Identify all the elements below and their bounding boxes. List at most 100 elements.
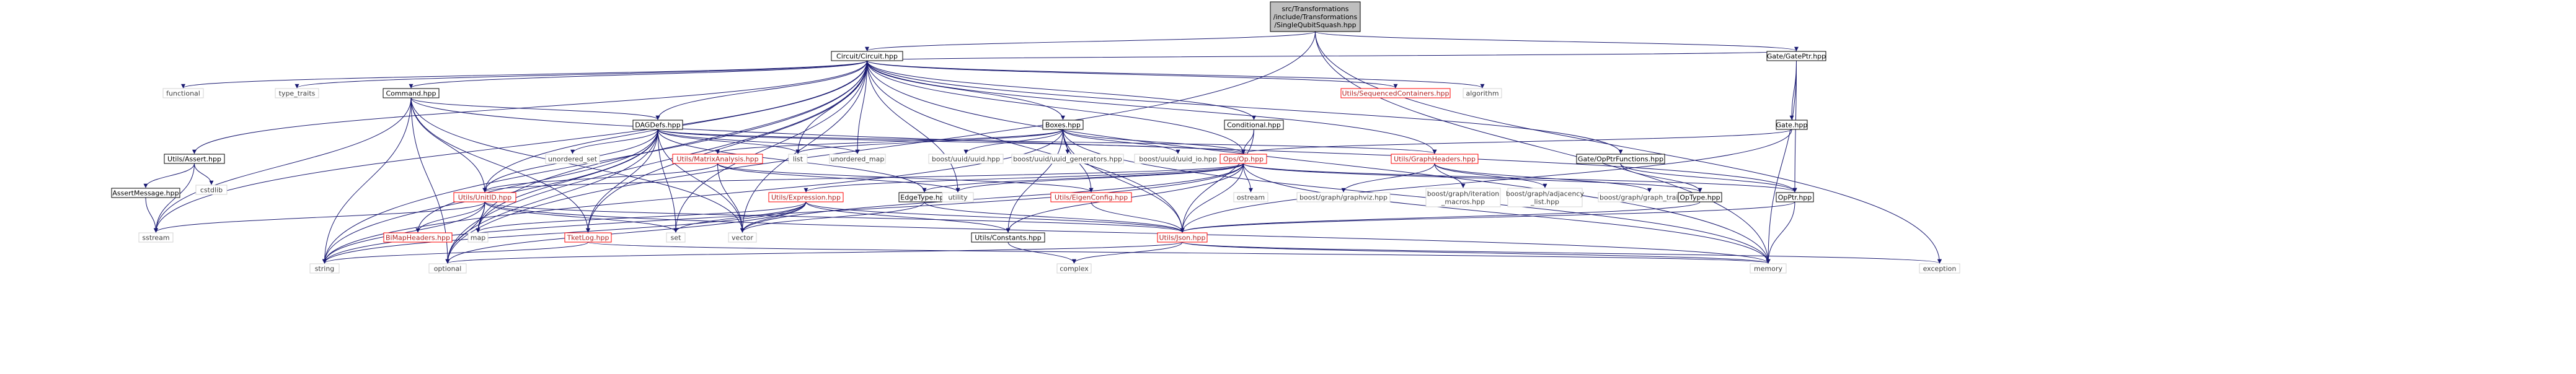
edge-opop-to-expression — [803, 163, 1244, 193]
node-label: EdgeType.hpp — [900, 194, 948, 202]
node-box — [666, 232, 686, 243]
edge-circuit-to-json — [867, 60, 1185, 233]
edge-circuit-to-conditional — [867, 60, 1256, 120]
edge-circuit-to-type_traits — [294, 60, 867, 89]
node-graphheaders[interactable]: Utils/GraphHeaders.hpp — [1391, 154, 1479, 164]
edge-tketlog-to-string — [322, 241, 588, 264]
node-conditional[interactable]: Conditional.hpp — [1224, 120, 1284, 130]
node-sstream: sstream — [138, 232, 174, 243]
node-bimap[interactable]: BiMapHeaders.hpp — [383, 232, 453, 243]
node-label: set — [671, 234, 681, 242]
edge-graphheaders-to-iteration — [1434, 163, 1466, 188]
edge-circuit-to-optional — [445, 60, 867, 264]
node-opptr[interactable]: OpPtr.hpp — [1776, 192, 1814, 202]
node-box — [1056, 263, 1092, 274]
node-boxes[interactable]: Boxes.hpp — [1042, 120, 1084, 130]
node-box — [383, 88, 440, 98]
node-unitid[interactable]: Utils/UnitID.hpp — [453, 192, 516, 202]
edge-dagdefs-to-set — [657, 129, 678, 233]
edge-opop-to-vector — [740, 163, 1244, 233]
node-layer: src/Transformations/include/Transformati… — [111, 1, 1960, 274]
edge-expression-to-set — [673, 201, 807, 233]
node-label: Conditional.hpp — [1227, 121, 1281, 129]
edge-expression-to-optional — [445, 201, 807, 264]
node-gateptr[interactable]: Gate/GatePtr.hpp — [1766, 51, 1826, 61]
edge-edgetype-to-json — [924, 201, 1185, 233]
node-circuit[interactable]: Circuit/Circuit.hpp — [831, 51, 903, 61]
edge-dagdefs-to-list — [657, 129, 800, 154]
edge-dagdefs-to-map — [476, 129, 658, 233]
node-root[interactable]: src/Transformations/include/Transformati… — [1270, 1, 1361, 32]
edge-json-to-exception — [1182, 241, 1942, 264]
node-box — [788, 154, 808, 164]
node-label: vector — [732, 234, 753, 242]
node-dagdefs[interactable]: DAGDefs.hpp — [632, 120, 683, 130]
node-constants[interactable]: Utils/Constants.hpp — [971, 232, 1045, 243]
node-label: Circuit/Circuit.hpp — [836, 53, 898, 61]
edge-assertmsg-to-sstream — [145, 197, 158, 233]
edge-eigenconfig-to-json — [1091, 201, 1185, 233]
node-expression[interactable]: Utils/Expression.hpp — [768, 192, 844, 202]
node-matrixanalysis[interactable]: Utils/MatrixAnalysis.hpp — [672, 154, 763, 164]
node-opop[interactable]: Ops/Op.hpp — [1219, 154, 1267, 164]
node-label: Ops/Op.hpp — [1223, 155, 1264, 163]
edge-circuit-to-graphheaders — [867, 60, 1437, 154]
edge-tketlog-to-memory — [588, 241, 1770, 264]
node-label: Gate/OpPtrFunctions.hpp — [1578, 155, 1663, 163]
node-command[interactable]: Command.hpp — [383, 88, 440, 98]
node-box — [1011, 154, 1124, 164]
node-label: string — [315, 265, 335, 273]
node-label: _list.hpp — [1530, 198, 1559, 206]
node-tketlog[interactable]: TketLog.hpp — [564, 232, 612, 243]
edge-boxes-to-constants — [1006, 129, 1063, 233]
edge-matrixanalysis-to-unitid — [482, 163, 718, 193]
edge-circuit-to-functional — [181, 60, 867, 89]
node-label: BiMapHeaders.hpp — [386, 234, 450, 242]
node-box — [672, 154, 763, 164]
node-label: Utils/Expression.hpp — [771, 194, 841, 202]
node-label: map — [471, 234, 485, 242]
node-box — [1425, 188, 1501, 207]
node-eigenconfig[interactable]: Utils/EigenConfig.hpp — [1050, 192, 1132, 202]
node-box — [545, 154, 600, 164]
node-label: Utils/MatrixAnalysis.hpp — [676, 155, 758, 163]
node-label: Utils/SequencedContainers.hpp — [1342, 90, 1449, 98]
edge-dagdefs-to-graphheaders — [657, 129, 1437, 154]
node-graphviz: boost/graph/graphviz.hpp — [1296, 192, 1391, 202]
edge-circuit-to-opptrfunc — [867, 60, 1623, 154]
node-label: Utils/Constants.hpp — [975, 234, 1042, 242]
edge-expression-to-vector — [740, 201, 807, 233]
node-box — [1219, 154, 1267, 164]
edge-dagdefs-to-unordered_map — [657, 129, 860, 154]
edge-graphheaders-to-adjacency — [1434, 163, 1547, 188]
node-box — [467, 232, 489, 243]
node-label: /SingleQubitSquash.hpp — [1274, 21, 1356, 29]
node-label: sstream — [142, 234, 169, 242]
node-edgetype[interactable]: EdgeType.hpp — [898, 192, 950, 202]
node-box — [1270, 1, 1361, 32]
edge-opop-to-ostream — [1243, 163, 1253, 193]
node-json[interactable]: Utils/Json.hpp — [1157, 232, 1208, 243]
node-assertmsg[interactable]: AssertMessage.hpp — [111, 188, 180, 198]
node-exception: exception — [1919, 263, 1960, 274]
node-opptrfunc[interactable]: Gate/OpPtrFunctions.hpp — [1576, 154, 1665, 164]
node-optype[interactable]: OpType.hpp — [1678, 192, 1722, 202]
node-label: boost/uuid/uuid_io.hpp — [1139, 155, 1216, 163]
node-complex: complex — [1056, 263, 1092, 274]
node-seqcont[interactable]: Utils/SequencedContainers.hpp — [1340, 88, 1451, 98]
node-label: Utils/UnitID.hpp — [458, 194, 511, 202]
edge-assert-to-cstdlib — [194, 163, 214, 185]
node-label: Gate/GatePtr.hpp — [1767, 53, 1826, 61]
edge-unitid-to-optional — [445, 201, 485, 264]
node-adjacency: boost/graph/adjacency_list.hpp — [1506, 188, 1584, 207]
edge-opptrfunc-to-opptr — [1620, 163, 1797, 193]
node-assert[interactable]: Utils/Assert.hpp — [164, 154, 225, 164]
edge-boxes-to-opop — [1063, 129, 1246, 154]
edge-opop-to-memory — [1243, 163, 1771, 264]
edge-unitid-to-memory — [484, 201, 1771, 264]
node-gate[interactable]: Gate.hpp — [1776, 120, 1808, 130]
edge-expression-to-constants — [805, 201, 1011, 233]
node-label: /include/Transformations — [1273, 13, 1358, 21]
node-label: boost/graph/iteration — [1427, 190, 1500, 198]
node-box — [1463, 88, 1502, 98]
